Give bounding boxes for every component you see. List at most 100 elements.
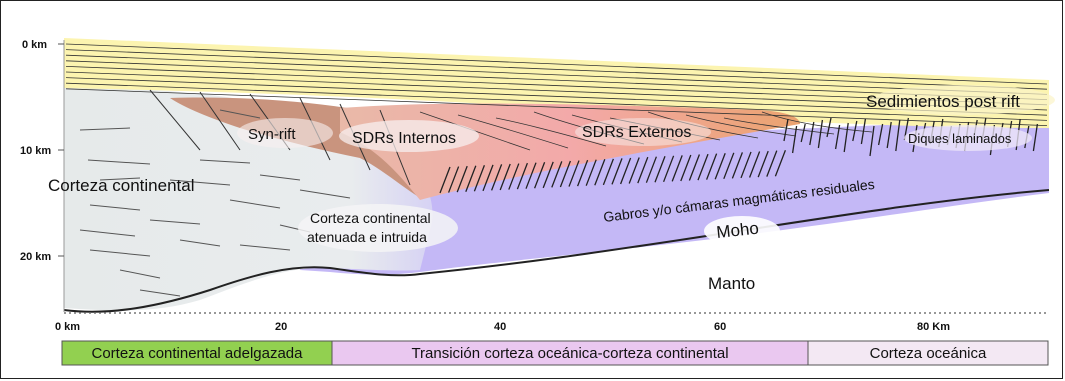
dike bbox=[774, 149, 787, 177]
crust-fabric-dash bbox=[229, 199, 281, 209]
dike bbox=[473, 165, 486, 192]
label-attenuated-crust-line1: Corteza continental bbox=[310, 210, 431, 226]
dike bbox=[680, 154, 692, 182]
label-moho: Moho bbox=[715, 219, 759, 242]
label-mantle: Manto bbox=[708, 274, 755, 293]
crust-fabric-dash bbox=[139, 289, 181, 297]
dike bbox=[886, 121, 892, 149]
dike bbox=[585, 159, 597, 186]
dike bbox=[748, 151, 761, 178]
crust-fabric-dash bbox=[89, 249, 151, 257]
dike bbox=[645, 156, 658, 183]
label-sdr-external: SDRs Externos bbox=[582, 124, 691, 141]
dike bbox=[447, 166, 460, 193]
crust-fabric-lines bbox=[79, 109, 351, 297]
dikes-label-bg bbox=[904, 125, 1032, 151]
label-continental-crust: Corteza continental bbox=[48, 176, 194, 195]
sdr-internal-label-bg bbox=[339, 120, 479, 152]
sdr-reflector bbox=[457, 114, 569, 149]
dike bbox=[877, 123, 884, 146]
dike bbox=[757, 150, 769, 178]
dike bbox=[843, 122, 849, 153]
dike bbox=[508, 163, 520, 190]
dike bbox=[559, 160, 572, 188]
dike bbox=[740, 151, 752, 179]
sdr-reflector bbox=[495, 117, 607, 147]
dike bbox=[619, 157, 632, 185]
dike bbox=[895, 119, 901, 152]
dike bbox=[860, 118, 867, 145]
domain-label-continental-thinned: Corteza continental adelgazada bbox=[92, 345, 304, 362]
depth-tick-label: 10 km bbox=[20, 145, 51, 157]
post-rift-label-bg bbox=[871, 85, 1055, 115]
crust-fabric-dash bbox=[89, 204, 141, 211]
dike bbox=[516, 162, 529, 190]
crust-fabric-dash bbox=[79, 229, 136, 237]
sdr-reflector bbox=[723, 117, 835, 135]
moho-line bbox=[63, 189, 1050, 313]
distance-tick-label: 20 bbox=[275, 321, 287, 333]
label-attenuated-crust-line2: atenuada e intruida bbox=[307, 229, 427, 245]
domain-box-continental-thinned bbox=[61, 340, 333, 366]
dike bbox=[499, 163, 511, 191]
dike bbox=[542, 161, 554, 189]
dike bbox=[465, 165, 477, 192]
dike bbox=[568, 160, 580, 187]
distance-tick-label: 60 bbox=[714, 321, 726, 333]
syn-rift-label-bg bbox=[237, 118, 333, 148]
crust-fabric-dash bbox=[179, 239, 221, 247]
domain-box-oceanic bbox=[807, 340, 1049, 366]
crust-fabric-dash bbox=[119, 269, 161, 279]
depth-tick-label: 0 km bbox=[22, 39, 47, 51]
fault-line bbox=[199, 91, 241, 151]
dike bbox=[869, 125, 875, 157]
dike bbox=[662, 155, 675, 183]
crust-fabric-dash bbox=[149, 219, 201, 225]
dike bbox=[439, 166, 451, 194]
dike bbox=[817, 119, 824, 149]
dike bbox=[688, 154, 701, 181]
dike bbox=[611, 158, 623, 185]
dike bbox=[800, 123, 806, 143]
crust-fabric-dash bbox=[259, 174, 301, 181]
dike bbox=[766, 150, 778, 177]
attenuated-crust-label-bg bbox=[298, 204, 458, 252]
depth-tick-label: 20 km bbox=[20, 251, 51, 263]
dike bbox=[1032, 123, 1039, 152]
moho-label-bg bbox=[704, 216, 780, 246]
dike bbox=[594, 159, 606, 186]
dike bbox=[490, 164, 503, 191]
dike bbox=[705, 153, 718, 180]
dike bbox=[671, 155, 683, 182]
crust-fabric-dash bbox=[219, 109, 261, 119]
dike bbox=[551, 161, 563, 188]
dike bbox=[602, 158, 615, 186]
dike bbox=[628, 157, 640, 184]
dike bbox=[731, 152, 744, 179]
crust-fabric-dash bbox=[199, 159, 251, 164]
domain-box-transition bbox=[331, 340, 809, 366]
dike bbox=[852, 120, 858, 142]
dike bbox=[791, 125, 798, 154]
dike bbox=[525, 162, 537, 189]
dike bbox=[783, 118, 789, 142]
crust-fabric-dash bbox=[87, 159, 151, 165]
dike bbox=[697, 153, 709, 181]
domain-label-oceanic: Corteza oceánica bbox=[870, 345, 987, 362]
sdr-external-label-bg bbox=[575, 118, 711, 146]
dike bbox=[637, 156, 649, 184]
label-syn-rift: Syn-rift bbox=[248, 126, 296, 143]
dike bbox=[576, 159, 589, 187]
crust-fabric-dash bbox=[169, 179, 231, 186]
label-sdr-internal: SDRs Internos bbox=[352, 130, 456, 147]
fault-line bbox=[149, 89, 201, 151]
dike bbox=[714, 153, 726, 180]
dike bbox=[723, 152, 735, 180]
dike bbox=[809, 121, 815, 146]
distance-tick-label: 0 km bbox=[55, 321, 80, 333]
dike bbox=[456, 165, 468, 193]
dike bbox=[834, 124, 841, 150]
crust-fabric-dash bbox=[239, 244, 291, 251]
